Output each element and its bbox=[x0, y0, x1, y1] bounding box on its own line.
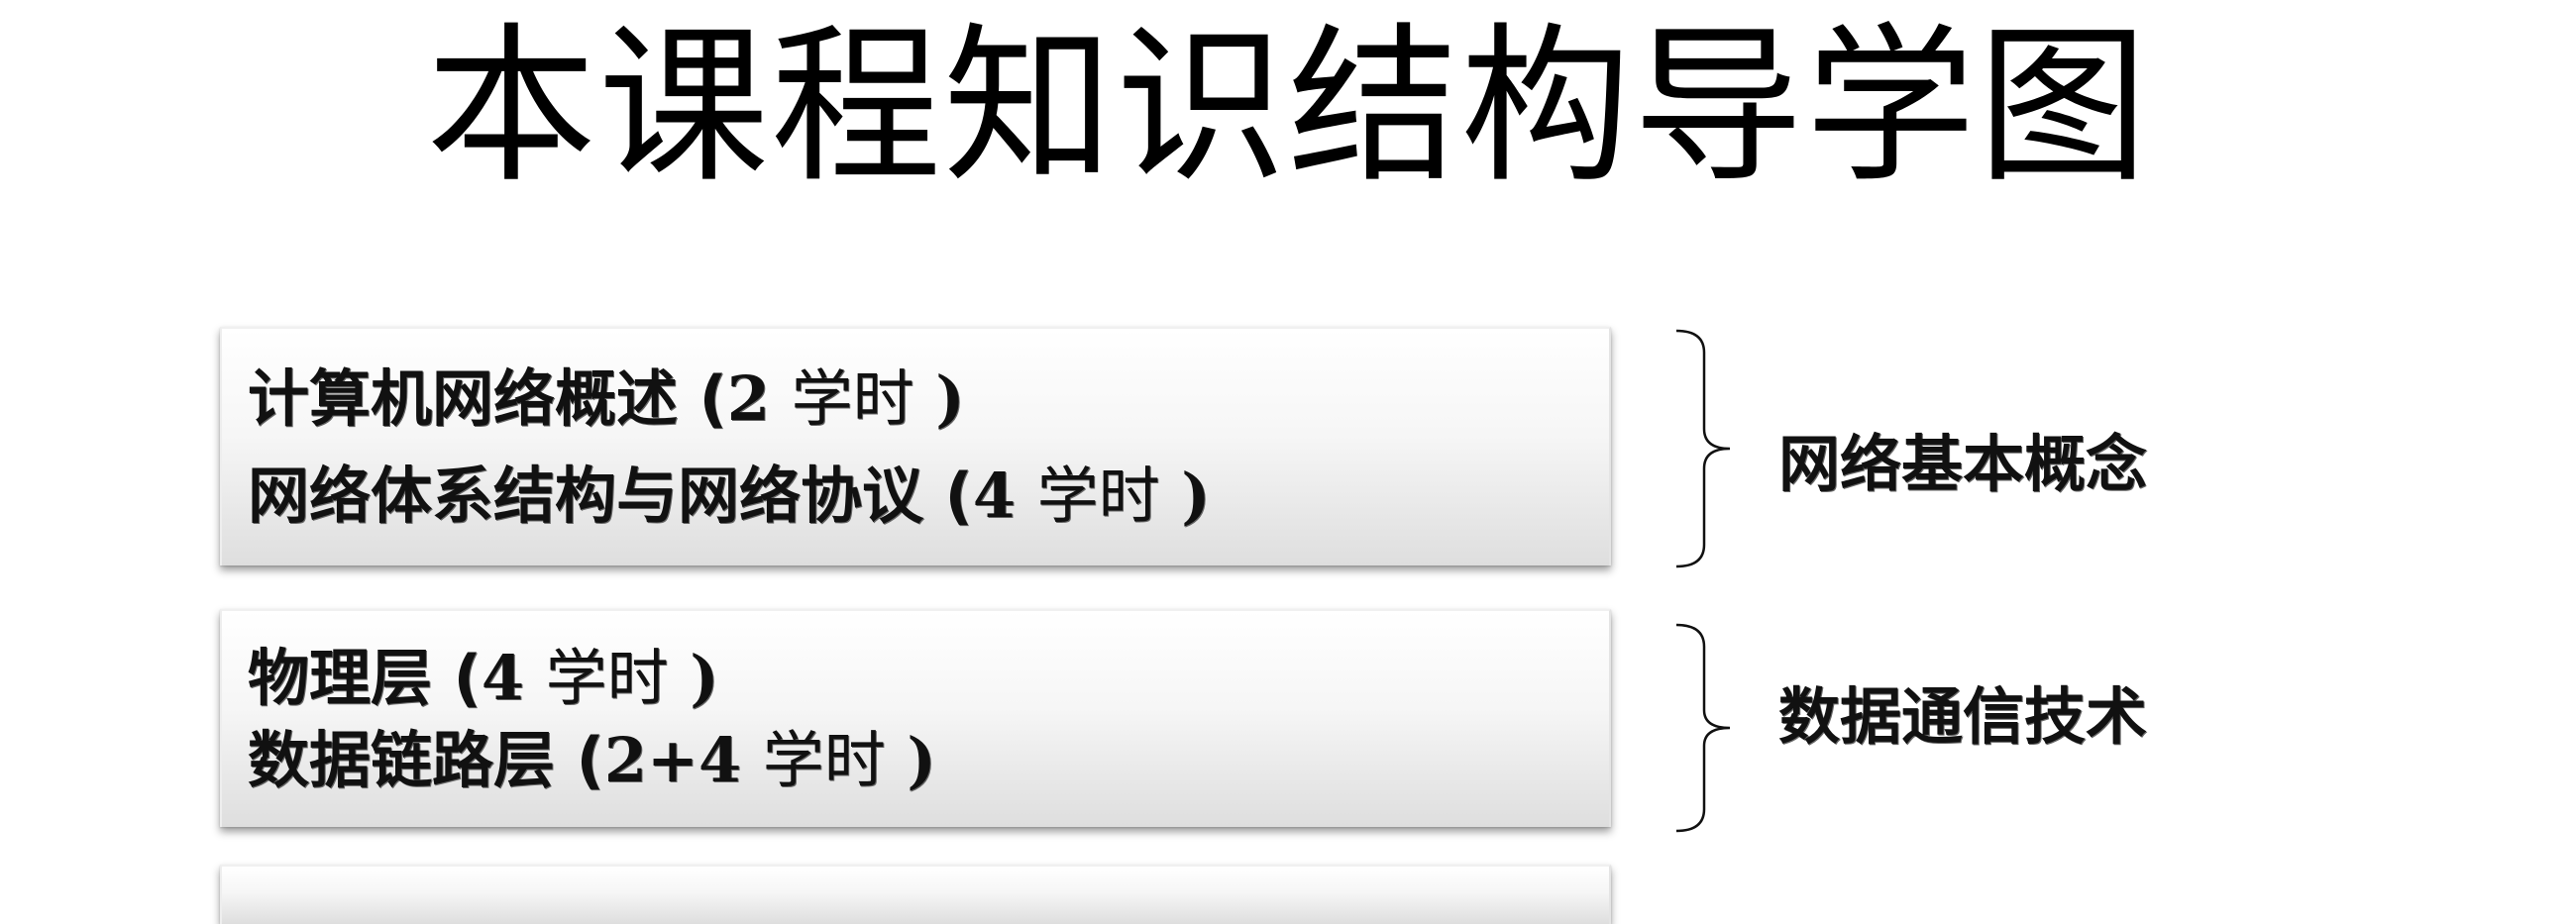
topic-line: 数据链路层 (2+4 学时 ) bbox=[248, 724, 936, 797]
topic-unit: 学时 bbox=[545, 642, 669, 714]
topic-unit: 学时 bbox=[791, 362, 914, 435]
group-label: 数据通信技术 bbox=[1778, 680, 2148, 753]
right-brace-icon bbox=[1675, 329, 1731, 568]
topic-hours: 2+4 bbox=[603, 724, 742, 796]
topic-close-paren: ) bbox=[907, 724, 936, 796]
page-title: 本课程知识结构导学图 bbox=[426, 7, 2150, 206]
topic-line: 网络体系结构与网络协议 (4 学时 ) bbox=[248, 460, 1211, 533]
topic-hours: 4 bbox=[481, 642, 525, 714]
topic-line: 计算机网络概述 (2 学时 ) bbox=[248, 362, 965, 436]
topic-name: 计算机网络概述 ( bbox=[248, 362, 727, 435]
topic-hours: 4 bbox=[972, 460, 1017, 532]
topic-line: 物理层 (4 学时 ) bbox=[248, 642, 719, 715]
right-brace-icon bbox=[1675, 623, 1731, 833]
topic-box-3 bbox=[220, 865, 1611, 924]
topic-close-paren: ) bbox=[690, 642, 719, 714]
topic-name: 物理层 ( bbox=[248, 642, 482, 714]
topic-box-2: 物理层 (4 学时 ) 数据链路层 (2+4 学时 ) bbox=[220, 609, 1611, 827]
topic-close-paren: ) bbox=[935, 362, 965, 435]
topic-unit: 学时 bbox=[1036, 460, 1160, 532]
topic-unit: 学时 bbox=[762, 724, 886, 796]
group-label: 网络基本概念 bbox=[1778, 428, 2148, 500]
topic-close-paren: ) bbox=[1181, 460, 1211, 532]
topic-name: 网络体系结构与网络协议 ( bbox=[248, 460, 973, 532]
topic-box-1: 计算机网络概述 (2 学时 ) 网络体系结构与网络协议 (4 学时 ) bbox=[220, 327, 1611, 565]
topic-name: 数据链路层 ( bbox=[248, 724, 604, 796]
topic-hours: 2 bbox=[726, 362, 771, 435]
